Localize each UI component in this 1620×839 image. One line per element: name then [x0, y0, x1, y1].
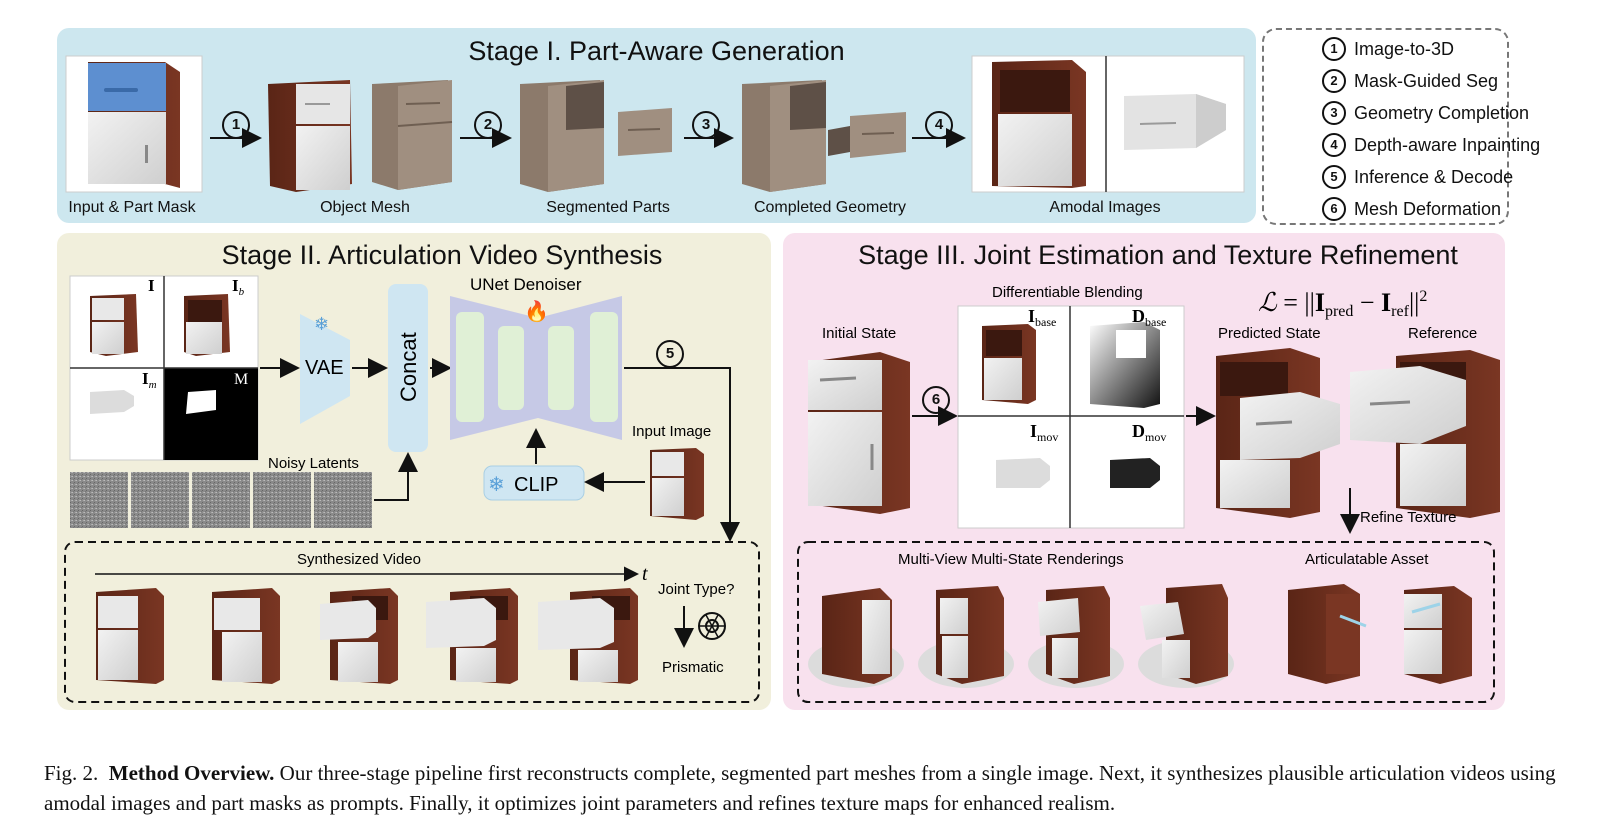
prismatic-label: Prismatic — [662, 659, 724, 676]
unet-denoiser — [450, 296, 622, 440]
reference-image — [1350, 350, 1500, 518]
video-frames — [96, 588, 638, 684]
predicted-state-label: Predicted State — [1218, 325, 1321, 342]
renderings-box — [797, 541, 1495, 703]
legend-text-5: Inference & Decode — [1354, 166, 1514, 187]
amodal-images — [971, 55, 1245, 193]
input-part-mask-image — [65, 55, 203, 193]
legend-num-1: 1 — [1322, 37, 1346, 61]
noisy-latents-label: Noisy Latents — [268, 455, 359, 472]
legend-item-3: 3 Geometry Completion — [1322, 101, 1529, 125]
legend-item-1: 1 Image-to-3D — [1322, 37, 1454, 61]
condition-grid — [69, 275, 259, 461]
legend-num-3: 3 — [1322, 101, 1346, 125]
legend-text-6: Mesh Deformation — [1354, 198, 1502, 219]
vae-label: VAE — [305, 357, 344, 379]
synth-video-label: Synthesized Video — [297, 551, 421, 568]
object-mesh-gray — [372, 80, 453, 190]
legend-text-3: Geometry Completion — [1354, 102, 1530, 123]
fire-icon: 🔥 — [524, 299, 549, 323]
loss-formula: ℒ = ||Ipred − Iref||2 — [1258, 288, 1427, 320]
stage1-title: Stage I. Part-Aware Generation — [468, 36, 845, 66]
segmented-parts — [520, 80, 672, 192]
input-image-label: Input Image — [632, 423, 711, 440]
stage2-title: Stage II. Articulation Video Synthesis — [221, 240, 663, 270]
legend-item-4: 4 Depth-aware Inpainting — [1322, 133, 1540, 157]
reference-label: Reference — [1408, 325, 1477, 342]
legend-text-1: Image-to-3D — [1354, 38, 1455, 59]
caption-prefix: Fig. 2. — [44, 761, 99, 785]
blending-grid — [957, 305, 1185, 529]
multiview-renderings — [808, 584, 1472, 688]
label-input-part-mask: Input & Part Mask — [68, 199, 196, 216]
joint-type-label: Joint Type? — [658, 581, 734, 598]
predicted-state-image — [1216, 348, 1340, 518]
freeze-icon-vae: ❄ — [314, 314, 329, 334]
caption-text: Our three-stage pipeline first reconstru… — [44, 761, 1556, 815]
initial-state-image — [808, 352, 910, 514]
diff-blending-label: Differentiable Blending — [992, 284, 1143, 301]
initial-state-label: Initial State — [822, 325, 896, 342]
legend-num-6: 6 — [1322, 197, 1346, 221]
noisy-latents — [70, 472, 372, 528]
openai-icon — [698, 612, 726, 640]
label-completed-geometry: Completed Geometry — [753, 199, 907, 216]
legend-item-5: 5 Inference & Decode — [1322, 165, 1513, 189]
concat-block — [388, 284, 428, 452]
concat-label: Concat — [396, 332, 421, 402]
label-object-mesh: Object Mesh — [320, 199, 410, 216]
legend-num-4: 4 — [1322, 133, 1346, 157]
grid-label-M: M — [234, 371, 248, 388]
legend-num-5: 5 — [1322, 165, 1346, 189]
figure-caption: Fig. 2. Method Overview. Our three-stage… — [44, 758, 1584, 818]
step-5-badge: 5 — [656, 340, 684, 368]
label-segmented-parts: Segmented Parts — [546, 199, 670, 216]
time-axis-label: t — [642, 563, 648, 585]
legend-item-2: 2 Mask-Guided Seg — [1322, 69, 1498, 93]
unet-label: UNet Denoiser — [470, 275, 582, 294]
step-6-badge: 6 — [922, 386, 950, 414]
legend-box — [1262, 28, 1509, 225]
refine-texture-label: Refine Texture — [1360, 509, 1456, 526]
vae-block — [300, 314, 350, 424]
grid-label-I: I — [148, 276, 155, 295]
legend-text-4: Depth-aware Inpainting — [1354, 134, 1541, 155]
legend-text-2: Mask-Guided Seg — [1354, 70, 1499, 91]
clip-label: CLIP — [514, 474, 558, 496]
synth-video-box — [64, 541, 760, 703]
completed-geometry — [742, 80, 906, 192]
freeze-icon-clip: ❄ — [488, 474, 505, 496]
multiview-label: Multi-View Multi-State Renderings — [898, 551, 1124, 568]
caption-bold: Method Overview. — [108, 761, 275, 785]
object-mesh-textured — [268, 80, 352, 192]
legend-item-6: 6 Mesh Deformation — [1322, 197, 1501, 221]
asset-label: Articulatable Asset — [1305, 551, 1429, 568]
stage3-title: Stage III. Joint Estimation and Texture … — [858, 240, 1458, 270]
legend-num-2: 2 — [1322, 69, 1346, 93]
input-image-thumb — [650, 448, 704, 520]
label-amodal-images: Amodal Images — [1049, 199, 1161, 216]
